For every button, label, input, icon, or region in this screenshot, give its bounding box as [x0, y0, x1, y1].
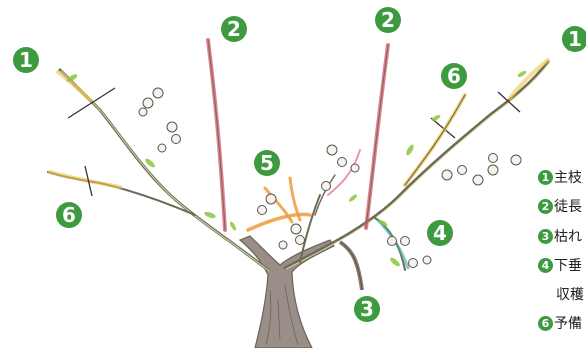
badge-reserve-left: 6 — [56, 202, 82, 228]
legend-num: 2 — [538, 199, 553, 214]
legend-num: 4 — [538, 258, 553, 273]
badge-water-right: 2 — [375, 7, 401, 33]
legend-item-harvest: 収穫 — [538, 284, 584, 304]
badge-main-right-label: 1 — [568, 27, 582, 51]
badge-dead-label: 3 — [360, 297, 374, 321]
badge-hanging: 4 — [427, 220, 453, 246]
dead-branch — [340, 242, 362, 290]
badge-main-left: 1 — [13, 47, 39, 73]
badge-middle-label: 5 — [260, 151, 274, 175]
badge-main-left-label: 1 — [19, 48, 33, 72]
badge-hanging-label: 4 — [433, 221, 447, 245]
badge-reserve-right-label: 6 — [447, 64, 461, 88]
legend-num: 6 — [538, 316, 553, 331]
water-sprouts — [208, 40, 388, 230]
badge-reserve-right: 6 — [441, 63, 467, 89]
legend-item-hanging: 4 下垂 — [538, 255, 582, 275]
legend-text: 予備 — [554, 313, 582, 333]
legend: 1 主枝 2 徒長 3 枯れ 4 下垂 収穫 6 予備 — [538, 163, 586, 335]
legend-text: 枯れ — [554, 226, 582, 246]
badge-reserve-left-label: 6 — [62, 203, 76, 227]
legend-text: 徒長 — [554, 196, 582, 216]
legend-text: 収穫 — [556, 284, 584, 304]
legend-item-reserve: 6 予備 — [538, 313, 582, 333]
legend-text: 下垂 — [554, 255, 582, 275]
badge-water-left: 2 — [221, 16, 247, 42]
badge-main-right: 1 — [562, 26, 586, 52]
legend-item-water: 2 徒長 — [538, 196, 582, 216]
badge-middle: 5 — [254, 150, 280, 176]
cut-marks — [68, 88, 520, 196]
trunk — [240, 236, 334, 348]
badge-water-right-label: 2 — [381, 8, 395, 32]
legend-num: 1 — [538, 170, 553, 185]
reserve-shoots — [58, 60, 548, 185]
badge-dead: 3 — [354, 296, 380, 322]
badge-water-left-label: 2 — [227, 17, 241, 41]
legend-num: 3 — [538, 229, 553, 244]
legend-text: 主枝 — [554, 167, 582, 187]
legend-item-dead: 3 枯れ — [538, 226, 582, 246]
legend-item-main: 1 主枝 — [538, 167, 582, 187]
